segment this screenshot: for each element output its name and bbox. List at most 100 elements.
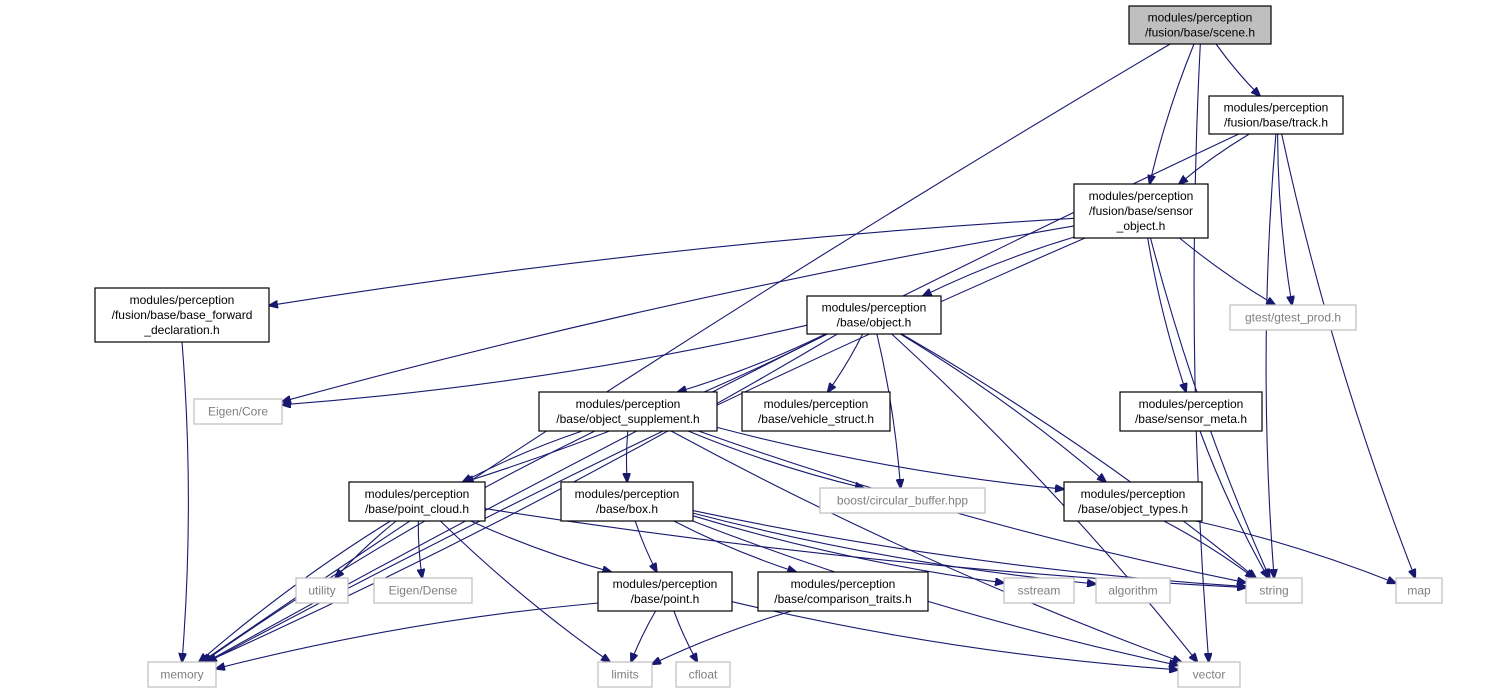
node-box [348,481,486,522]
node-label: utility [308,584,335,598]
edge-point_cloud-to-utility [335,520,397,578]
node-label: modules/perception [764,397,869,411]
node-box [94,287,270,343]
node-label: modules/perception [791,577,896,591]
edge-track-to-gtest [1277,133,1292,305]
edge-object-to-string [901,333,1256,578]
node-eigen-dense: Eigen/Dense [373,577,473,604]
node-memory: memory [147,661,217,688]
node-point[interactable]: modules/perception/base/point.h [597,571,733,612]
edge-object_supplement-to-string [698,430,1246,583]
node-label: Eigen/Core [208,405,268,419]
node-eigen-core: Eigen/Core [193,398,283,425]
node-label: sstream [1018,584,1061,598]
node-label: modules/perception [1081,487,1186,501]
edge-object-to-object_types [900,333,1106,482]
node-box [193,398,283,425]
node-cfloat: cfloat [675,661,731,688]
edge-object_supplement-to-circular_buffer [687,430,864,488]
edge-point-to-vector [731,601,1178,670]
edge-point_cloud-to-eigen_dense [418,520,422,578]
edge-point-to-limits [631,610,657,662]
edge-point_cloud-to-memory [199,520,391,662]
edge-track-to-sensor_object [1179,133,1250,184]
edge-object_types-to-map [1195,520,1396,583]
node-box [295,577,349,604]
node-utility: utility [295,577,349,604]
node-label: /base/point.h [631,592,700,606]
node-box [147,661,217,688]
node-box [819,487,986,514]
edge-object-to-circular_buffer [876,333,901,488]
edge-scene-to-memory [202,43,1171,662]
node-label: modules/perception [576,397,681,411]
node-label: modules/perception [822,301,927,315]
node-box [806,295,942,335]
edge-scene-to-vector [1193,43,1209,662]
node-box [1177,661,1241,688]
edge-box-to-point [634,520,657,572]
edge-object_supplement-to-memory [203,430,596,662]
node-box [1095,577,1171,604]
node-vector: vector [1177,661,1241,688]
node-label: /fusion/base/sensor [1089,204,1193,218]
node-point-cloud[interactable]: modules/perception/base/point_cloud.h [348,481,486,522]
node-label: cfloat [689,668,718,682]
node-box [1245,577,1303,604]
edge-point-to-cfloat [673,610,697,662]
node-object[interactable]: modules/perception/base/object.h [806,295,942,335]
node-limits: limits [597,661,653,688]
node-object-supplement[interactable]: modules/perception/base/object_supplemen… [538,391,718,432]
node-comparison-traits[interactable]: modules/perception/base/comparison_trait… [757,571,929,612]
node-sensor-object[interactable]: modules/perception/fusion/base/sensor_ob… [1073,183,1209,239]
node-box [560,481,694,522]
edge-sensor_object-to-eigen_core [282,225,1075,402]
nodes-layer: modules/perception/fusion/base/scene.h mo… [94,5,1443,688]
node-box [373,577,473,604]
node-vehicle-struct[interactable]: modules/perception/base/vehicle_struct.h [741,391,891,432]
node-label: _object.h [1116,219,1166,233]
edge-object-to-memory [206,333,838,662]
node-label: modules/perception [1139,397,1244,411]
node-circular-buffer: boost/circular_buffer.hpp [819,487,986,514]
node-gtest: gtest/gtest_prod.h [1229,304,1357,331]
node-label: /base/point_cloud.h [365,502,469,516]
node-box [1063,481,1203,522]
node-track[interactable]: modules/perception/fusion/base/track.h [1208,95,1344,135]
edge-object_supplement-to-vector [670,430,1181,662]
edge-sensor_object-to-base_forward [269,217,1075,305]
node-box [1208,95,1344,135]
node-label: Eigen/Dense [389,584,458,598]
node-label: map [1407,584,1431,598]
edge-box-to-comparison_traits [673,520,796,572]
node-scene[interactable]: modules/perception/fusion/base/scene.h [1128,5,1272,45]
edge-sensor_object-to-object [923,236,1075,296]
edge-object_supplement-to-point_cloud [463,430,583,482]
edge-point_cloud-to-point [470,520,612,572]
node-label: /fusion/base/track.h [1224,116,1328,130]
node-label: gtest/gtest_prod.h [1245,311,1341,325]
node-box [741,391,891,432]
node-label: boost/circular_buffer.hpp [837,494,969,508]
edge-point-to-memory [216,602,599,669]
edge-box-to-vector [692,520,1178,665]
node-base-forward[interactable]: modules/perception/fusion/base/base_forw… [94,287,270,343]
node-label: limits [611,668,638,682]
node-box [1229,304,1357,331]
node-box [1073,183,1209,239]
edge-object_types-to-string [1163,520,1254,578]
node-label: modules/perception [1089,189,1194,203]
node-label: modules/perception [613,577,718,591]
node-box[interactable]: modules/perception/base/box.h [560,481,694,522]
edge-object_supplement-to-box [626,430,627,482]
node-sensor-meta[interactable]: modules/perception/base/sensor_meta.h [1119,391,1263,432]
edge-object-to-vehicle_struct [828,333,864,392]
edge-sensor_meta-to-string [1199,430,1268,578]
node-label: /base/object_supplement.h [556,412,699,426]
edge-track-to-map [1281,133,1416,578]
node-box [1395,577,1443,604]
node-box [1128,5,1272,45]
edge-object_supplement-to-object_types [716,426,1064,489]
node-object-types[interactable]: modules/perception/base/object_types.h [1063,481,1203,522]
